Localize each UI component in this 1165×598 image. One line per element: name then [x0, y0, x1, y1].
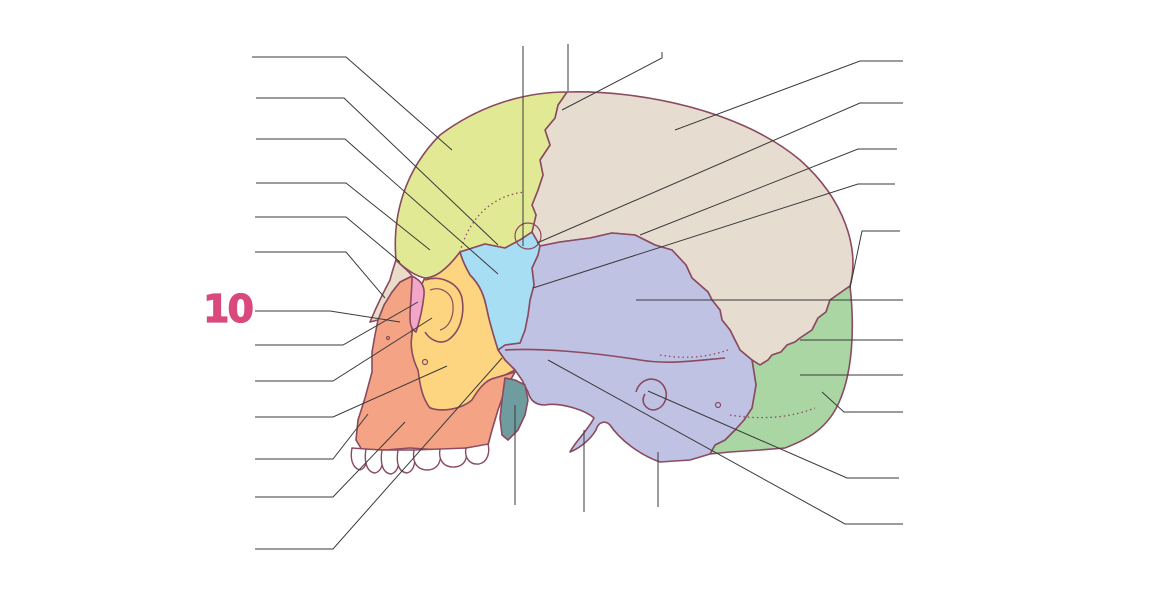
infratemporal-dotted — [659, 349, 729, 358]
leader-left-2 — [256, 97, 499, 246]
foramen-dot — [421, 358, 429, 366]
temporal-bone — [497, 232, 757, 463]
zygomatic-arch-line — [504, 348, 726, 363]
teeth — [350, 443, 490, 475]
leader-lines — [252, 44, 903, 550]
leader-left-11 — [255, 413, 369, 460]
occipital-bone — [709, 285, 854, 455]
leader-right-9 — [821, 391, 903, 413]
tooth — [380, 449, 400, 475]
nasal-bone — [369, 259, 413, 323]
foramen-dot — [714, 401, 722, 409]
leader-left-12 — [255, 421, 406, 498]
foramen-dot — [385, 335, 391, 341]
dotted-sutures — [459, 191, 816, 419]
external-acoustic-meatus — [635, 378, 667, 411]
leader-left-9 — [255, 317, 433, 382]
leader-left-8 — [255, 301, 419, 346]
occipital-dotted — [729, 407, 816, 419]
orbit-inner — [429, 288, 454, 331]
leader-left-7 — [255, 310, 401, 323]
leader-left-13 — [255, 357, 503, 550]
leader-right-4 — [532, 183, 895, 289]
orbit-outline — [424, 277, 464, 343]
leader-right-10 — [647, 390, 899, 479]
figure-number: 10 — [203, 287, 252, 328]
tooth — [438, 447, 468, 468]
foramina — [385, 335, 722, 409]
leader-left-4 — [256, 182, 431, 251]
leader-left-1 — [252, 56, 453, 151]
figure-number-badge: 10 — [203, 286, 255, 328]
leader-right-1 — [674, 60, 903, 131]
leader-right-2 — [536, 102, 903, 244]
leader-right-5 — [849, 230, 900, 289]
tooth — [412, 448, 442, 471]
leader-right-3 — [639, 148, 897, 236]
tooth — [396, 449, 416, 474]
leader-top-3 — [561, 52, 663, 111]
pterion-circle — [514, 222, 542, 250]
temporal-line-dotted — [459, 191, 526, 253]
styloid-process — [499, 377, 529, 441]
leader-left-6 — [255, 251, 386, 299]
leader-right-11 — [547, 359, 903, 525]
skull-bones — [355, 91, 854, 463]
tooth — [350, 447, 368, 471]
leader-left-5 — [255, 216, 401, 263]
tooth — [464, 443, 490, 465]
leader-left-3 — [256, 138, 499, 275]
leader-left-10 — [255, 365, 448, 418]
